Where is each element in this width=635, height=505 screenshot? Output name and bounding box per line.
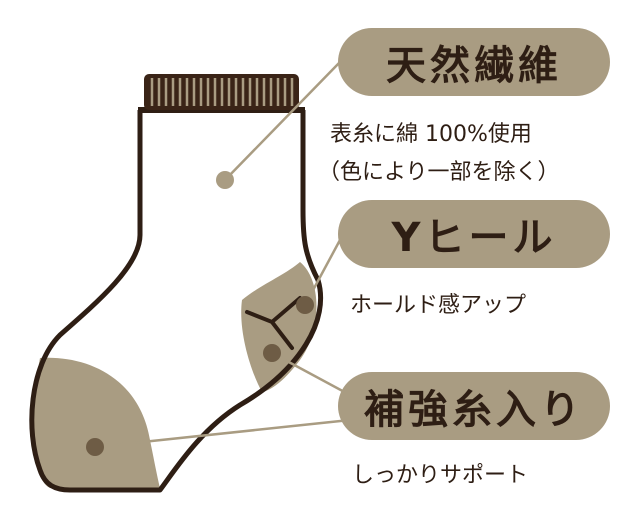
toe-dot <box>86 438 104 456</box>
y-heel-icon <box>245 296 302 350</box>
feature-title-natural-fiber: 天然繊維 <box>338 28 610 96</box>
feature-note-color: （色により一部を除く） <box>318 160 560 185</box>
heel-dot-2 <box>263 344 281 362</box>
feature-title-reinforced: 補強糸入り <box>338 372 610 440</box>
heel-area <box>241 262 317 392</box>
sock-outline <box>29 110 324 493</box>
toe-reinforcement <box>33 357 160 488</box>
feature-desc-support: しっかりサポート <box>352 463 529 488</box>
heel-dot-1 <box>296 296 314 314</box>
feature-title-y-heel: Yヒール <box>338 200 610 268</box>
feature-desc-cotton: 表糸に綿 100%使用 <box>330 122 532 147</box>
cotton-dot <box>216 171 234 189</box>
feature-desc-hold: ホールド感アップ <box>350 293 527 318</box>
